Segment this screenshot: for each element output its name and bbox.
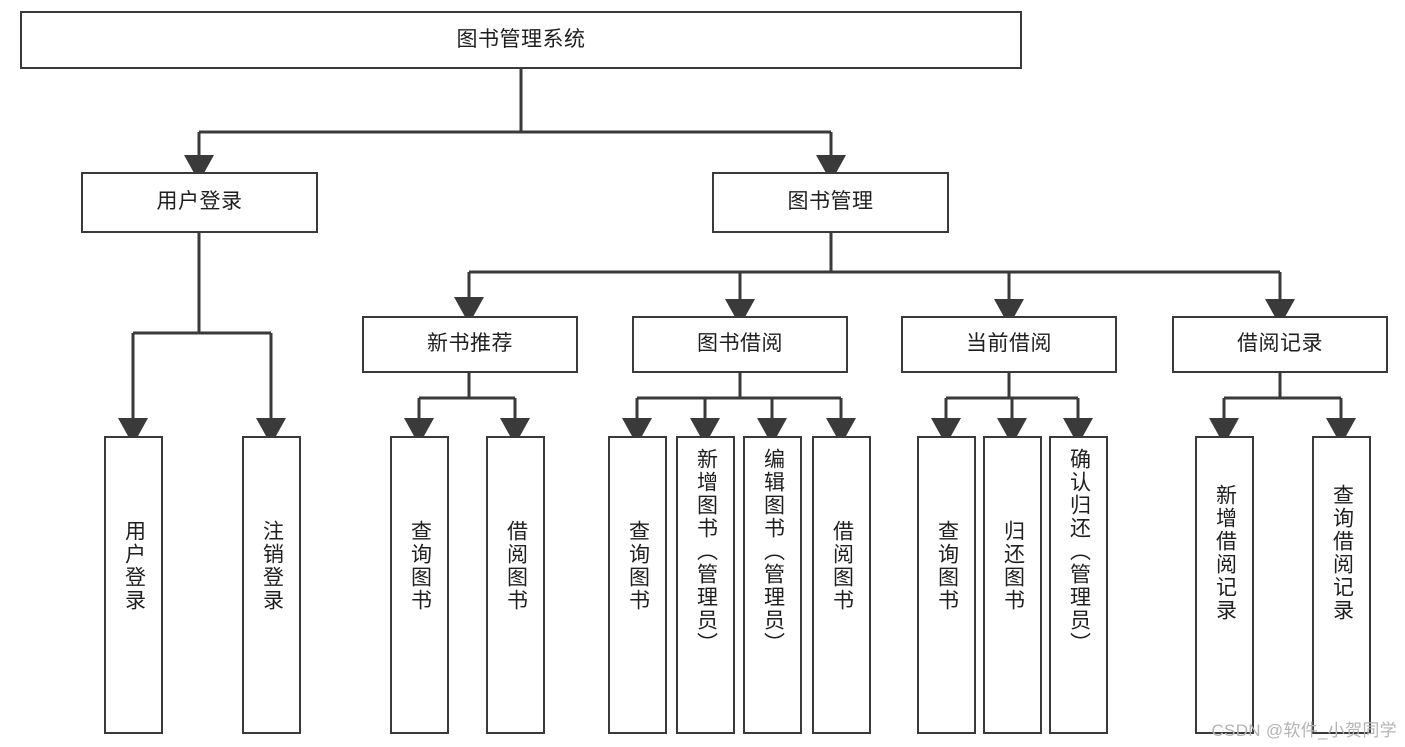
node-leaf-borrow-book-2[interactable]: 借阅图书 bbox=[812, 436, 871, 734]
node-book-manage-label: 图书管理 bbox=[787, 190, 874, 214]
node-leaf-return-book-label: 归还图书 bbox=[1001, 520, 1025, 612]
node-leaf-user-login-label: 用户登录 bbox=[122, 520, 146, 612]
node-book-manage[interactable]: 图书管理 bbox=[712, 172, 949, 233]
node-leaf-logout-login[interactable]: 注销登录 bbox=[242, 436, 301, 734]
node-leaf-query-book-3[interactable]: 查询图书 bbox=[917, 436, 976, 734]
node-leaf-logout-login-label: 注销登录 bbox=[260, 520, 284, 612]
node-borrow-record-label: 借阅记录 bbox=[1237, 332, 1323, 356]
node-current-borrow-label: 当前借阅 bbox=[966, 332, 1052, 356]
node-book-borrow[interactable]: 图书借阅 bbox=[632, 316, 848, 373]
node-leaf-add-book-label: 新增图书（管理员） bbox=[694, 448, 718, 655]
node-leaf-return-book[interactable]: 归还图书 bbox=[983, 436, 1042, 734]
node-leaf-borrow-book-1[interactable]: 借阅图书 bbox=[486, 436, 545, 734]
node-leaf-query-book-3-label: 查询图书 bbox=[935, 520, 959, 612]
node-leaf-borrow-book-2-label: 借阅图书 bbox=[830, 520, 854, 612]
node-leaf-edit-book[interactable]: 编辑图书（管理员） bbox=[743, 436, 802, 734]
node-leaf-add-record-label: 新增借阅记录 bbox=[1213, 484, 1237, 622]
node-leaf-confirm-return-label: 确认归还（管理员） bbox=[1067, 448, 1091, 655]
node-leaf-user-login[interactable]: 用户登录 bbox=[104, 436, 163, 734]
node-leaf-add-record[interactable]: 新增借阅记录 bbox=[1195, 436, 1254, 734]
node-leaf-confirm-return[interactable]: 确认归还（管理员） bbox=[1049, 436, 1108, 734]
node-current-borrow[interactable]: 当前借阅 bbox=[901, 316, 1117, 373]
watermark-text: CSDN @软件_小贺同学 bbox=[1211, 721, 1397, 740]
node-new-book-recommend-label: 新书推荐 bbox=[427, 332, 513, 356]
node-new-book-recommend[interactable]: 新书推荐 bbox=[362, 316, 578, 373]
node-user-login-label: 用户登录 bbox=[156, 190, 243, 214]
node-leaf-borrow-book-1-label: 借阅图书 bbox=[504, 520, 528, 612]
node-leaf-query-book-2-label: 查询图书 bbox=[626, 520, 650, 612]
node-leaf-add-book[interactable]: 新增图书（管理员） bbox=[676, 436, 735, 734]
node-book-borrow-label: 图书借阅 bbox=[697, 332, 783, 356]
node-root[interactable]: 图书管理系统 bbox=[20, 11, 1022, 69]
node-user-login[interactable]: 用户登录 bbox=[81, 172, 318, 233]
node-leaf-query-record[interactable]: 查询借阅记录 bbox=[1312, 436, 1371, 734]
node-root-label: 图书管理系统 bbox=[456, 27, 586, 51]
node-borrow-record[interactable]: 借阅记录 bbox=[1172, 316, 1388, 373]
node-leaf-query-book-1-label: 查询图书 bbox=[408, 520, 432, 612]
node-leaf-edit-book-label: 编辑图书（管理员） bbox=[761, 448, 785, 655]
node-leaf-query-book-1[interactable]: 查询图书 bbox=[390, 436, 449, 734]
node-leaf-query-book-2[interactable]: 查询图书 bbox=[608, 436, 667, 734]
node-leaf-query-record-label: 查询借阅记录 bbox=[1330, 484, 1354, 622]
